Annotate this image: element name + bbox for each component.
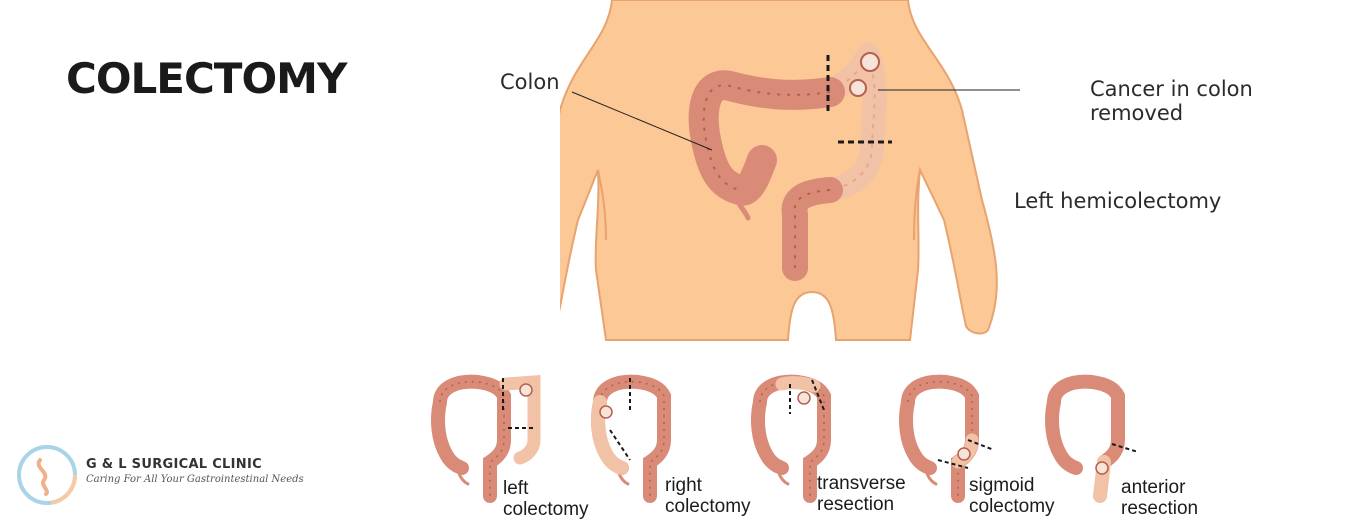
- variant-thumbnails: [420, 370, 995, 510]
- procedure-label: Left hemicolectomy: [1014, 189, 1222, 213]
- variant-label-right: right colectomy: [665, 475, 751, 517]
- colon-leader-line: [571, 91, 713, 151]
- variant-label-line: left: [503, 478, 529, 499]
- tumor-marker: [849, 52, 880, 97]
- variant-label-line: sigmoid: [969, 475, 1035, 496]
- variant-transverse: [758, 380, 824, 496]
- cancer-label: Cancer in colon removed: [1090, 77, 1253, 125]
- variant-label-line: resection: [1121, 498, 1199, 519]
- page-title: COLECTOMY: [66, 54, 347, 103]
- variant-left: [438, 378, 541, 496]
- variant-label-transverse: transverse resection: [817, 473, 906, 515]
- colon-label: Colon: [500, 70, 560, 94]
- torso-body: [560, 0, 998, 341]
- variant-label-anterior: anterior resection: [1121, 477, 1198, 519]
- clinic-tagline: Caring For All Your Gastrointestinal Nee…: [86, 474, 304, 485]
- variant-label-line: colectomy: [969, 496, 1055, 517]
- cancer-label-line2: removed: [1090, 101, 1184, 125]
- variant-label-line: resection: [817, 494, 895, 515]
- variant-right: [598, 378, 664, 496]
- clinic-name: G & L SURGICAL CLINIC: [86, 457, 262, 472]
- variant-label-line: colectomy: [503, 499, 589, 520]
- variant-anterior: [1045, 374, 1139, 503]
- variant-label-line: colectomy: [665, 496, 751, 517]
- variant-label-line: anterior: [1121, 477, 1186, 498]
- variant-label-line: right: [665, 475, 702, 496]
- variant-label-line: transverse: [817, 473, 906, 494]
- clinic-logo-text: G & L SURGICAL CLINIC Caring For All You…: [86, 457, 304, 485]
- torso-illustration: [560, 0, 1020, 341]
- cancer-label-line1: Cancer in colon: [1090, 77, 1253, 101]
- variant-label-sigmoid: sigmoid colectomy: [969, 475, 1055, 517]
- colon-illustration: [688, 70, 845, 281]
- variant-sigmoid: [906, 382, 995, 496]
- clinic-logo-icon: [17, 445, 77, 505]
- variant-label-left: left colectomy: [503, 478, 589, 520]
